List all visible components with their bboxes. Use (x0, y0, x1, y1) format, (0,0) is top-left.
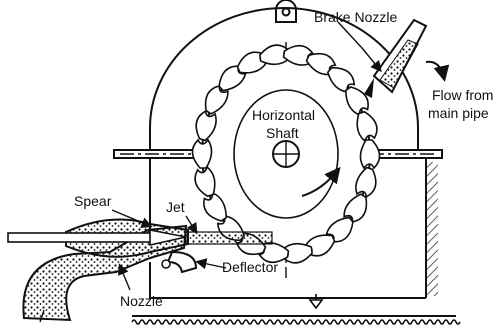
label-flow-line1: Flow from (432, 87, 493, 103)
flow-arrow (426, 62, 444, 78)
label-deflector: Deflector (222, 259, 278, 275)
label-spear: Spear (74, 193, 112, 209)
runner (192, 44, 379, 265)
label-nozzle: Nozzle (120, 293, 163, 309)
label-brake-nozzle: Brake Nozzle (314, 9, 397, 25)
deflector (168, 252, 196, 272)
water-level-marker (310, 300, 322, 308)
label-jet: Jet (166, 199, 185, 215)
label-shaft-line1: Horizontal (252, 107, 315, 123)
label-flow-line2: main pipe (428, 105, 489, 121)
bucket (192, 140, 211, 168)
label-shaft-line2: Shaft (266, 125, 299, 141)
tail-race-waves (132, 320, 460, 324)
bucket (360, 140, 379, 168)
right-wall-hatch (426, 162, 438, 296)
spear-rod (8, 233, 158, 242)
jet (186, 232, 272, 244)
casing-lifting-eye (276, 0, 296, 22)
